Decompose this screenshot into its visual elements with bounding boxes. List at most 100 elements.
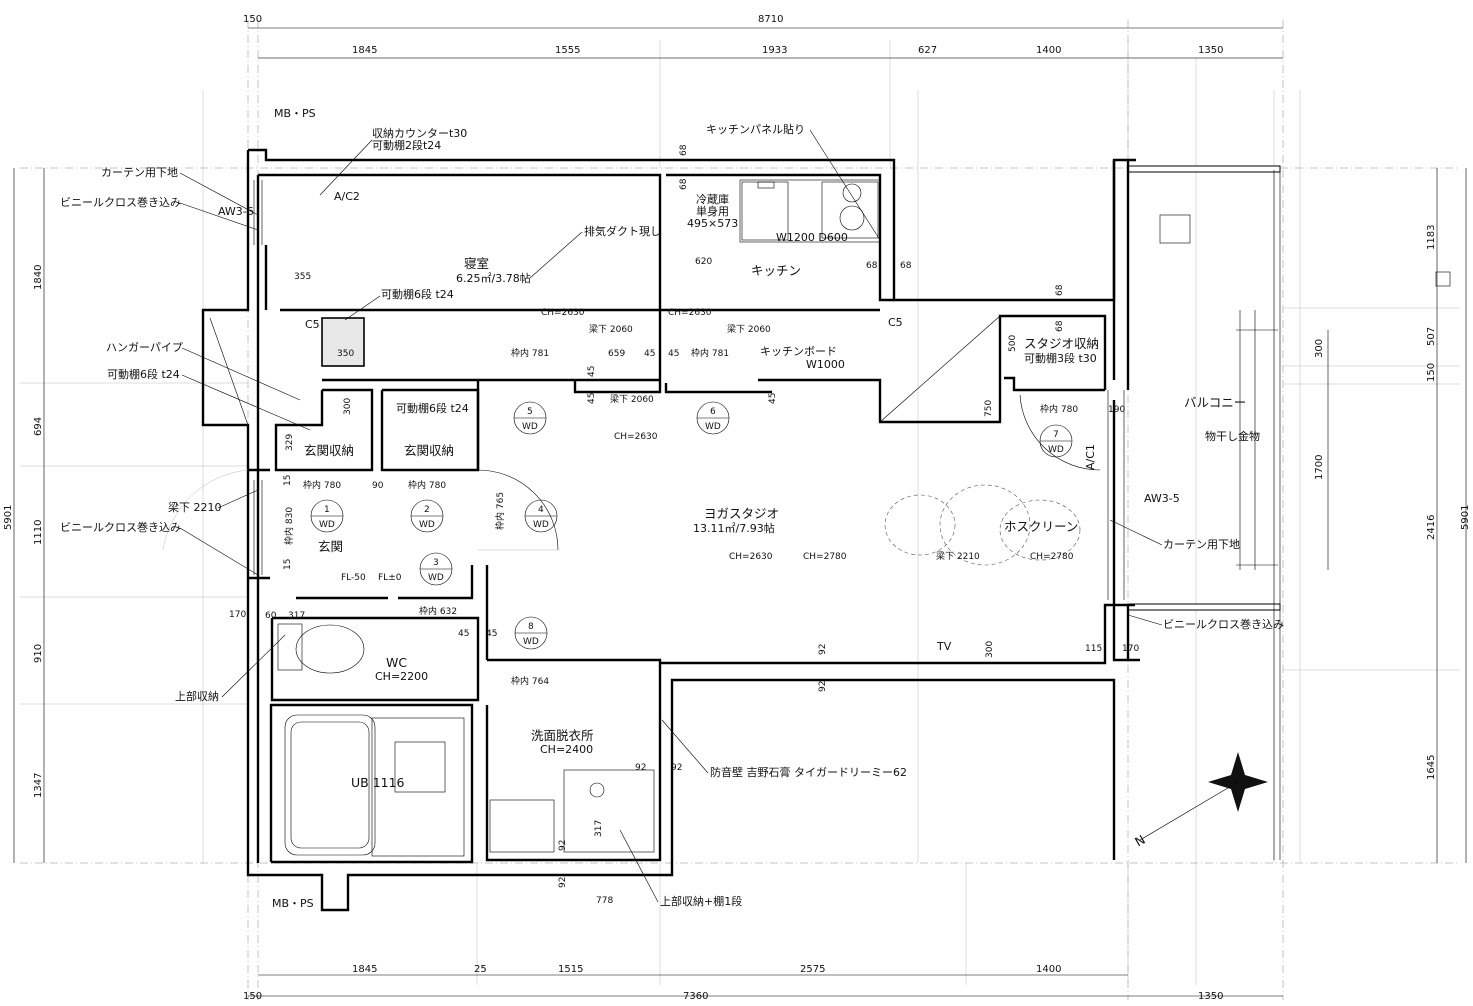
dim-92-a: 92 (818, 644, 828, 655)
notes: CH=2630 CH=2630 CH=2630 CH=2630 CH=2780 … (283, 308, 1078, 687)
fixtures: N (162, 179, 1268, 857)
label-ac2: A/C2 (334, 190, 360, 203)
svg-text:WD: WD (523, 637, 539, 647)
dim-68-d: 68 (900, 261, 912, 271)
svg-text:WD: WD (419, 520, 435, 530)
dim-left-5901: 5901 (3, 505, 14, 530)
dim-45-f: 45 (458, 629, 469, 639)
dim-45-d: 45 (587, 393, 597, 404)
dim-right-507: 507 (1426, 327, 1437, 346)
compass-icon: N (1132, 752, 1268, 849)
label-hoscreen: ホスクリーン (1004, 519, 1078, 534)
dim-45-b: 45 (668, 349, 679, 359)
label-mbps-bottom: MB・PS (272, 897, 314, 910)
dim-300-a: 300 (343, 398, 353, 415)
label-shelf-6-b: 可動棚6段 t24 (396, 401, 469, 415)
label-shelf-2: 可動棚2段t24 (372, 138, 441, 152)
dim-329: 329 (285, 434, 295, 451)
note-ch2780-a: CH=2780 (803, 552, 847, 562)
dim-778: 778 (596, 896, 613, 906)
note-beam2060-b: 梁下 2060 (727, 323, 771, 335)
studio-storage-note: 可動棚3段 t30 (1024, 351, 1097, 365)
dim-top-1555: 1555 (555, 45, 580, 56)
dim-45-a: 45 (644, 349, 655, 359)
note-frame765: 枠内 765 (494, 492, 506, 530)
label-soundproof: 防音壁 吉野石膏 タイガードリーミー62 (710, 765, 907, 779)
dim-right-1183: 1183 (1426, 225, 1437, 250)
svg-text:4: 4 (538, 505, 544, 515)
door-3: 3WD (419, 552, 453, 586)
label-upper-storage-shelf: 上部収納+棚1段 (660, 894, 742, 908)
dim-317-a: 317 (288, 611, 305, 621)
door-1: 1WD (310, 499, 344, 533)
label-fridge-size: 495×573 (687, 217, 738, 230)
door-2: 2WD (410, 499, 444, 533)
dim-top-627: 627 (918, 45, 937, 56)
label-kitchen-board: キッチンボード (760, 345, 837, 358)
label-tv: TV (936, 640, 952, 653)
ub-name: UB 1116 (351, 775, 405, 790)
dim-115: 115 (1085, 644, 1102, 654)
washroom-ch: CH=2400 (540, 743, 593, 756)
note-beam2060-a: 梁下 2060 (589, 323, 633, 335)
label-exhaust-duct: 排気ダクト現し (584, 224, 661, 238)
dim-right-5901: 5901 (1460, 505, 1471, 530)
dim-right-150: 150 (1426, 363, 1437, 382)
label-aw35: AW3-5 (1144, 492, 1180, 505)
label-balcony-hanger: 物干し金物 (1205, 429, 1260, 443)
dim-bottom-1350: 1350 (1198, 991, 1223, 1002)
dim-top-1400: 1400 (1036, 45, 1061, 56)
dim-top-150: 150 (243, 14, 262, 25)
label-vinyl-left-1: ビニールクロス巻き込み (60, 196, 181, 209)
dim-right-1700: 1700 (1314, 455, 1325, 480)
dim-68-e: 68 (1055, 284, 1065, 296)
dim-bottom-1400: 1400 (1036, 964, 1061, 975)
door-4: 4WD (524, 499, 558, 533)
dim-top-8710: 8710 (758, 14, 783, 25)
dim-500: 500 (1008, 335, 1018, 352)
door-8: 8WD (514, 616, 548, 650)
door-7: 7WD (1039, 424, 1073, 458)
label-c5-b: C5 (888, 316, 903, 329)
entrance-storage-1: 玄関収納 (304, 443, 354, 458)
label-ac1: A/C1 (1084, 444, 1097, 470)
dim-90: 90 (372, 481, 384, 491)
dim-top-1933: 1933 (762, 45, 787, 56)
studio-name: ヨガスタジオ (704, 506, 779, 521)
dim-45-g: 45 (486, 629, 497, 639)
dim-bottom-1845: 1845 (352, 964, 377, 975)
studio-area: 13.11㎡/7.93帖 (693, 522, 775, 535)
balcony-name: バルコニー (1184, 395, 1246, 410)
dim-45-c: 45 (587, 366, 597, 377)
dim-190: 190 (1108, 405, 1125, 415)
dim-top-1350: 1350 (1198, 45, 1223, 56)
svg-text:2: 2 (424, 505, 430, 515)
label-mbps-top: MB・PS (274, 107, 316, 120)
note-frame780-a: 枠内 780 (303, 479, 341, 491)
label-c5-a: C5 (305, 318, 320, 331)
label-fridge-type: 単身用 (696, 204, 729, 218)
dim-bottom-7360: 7360 (683, 991, 708, 1002)
label-storage-counter: 収納カウンターt30 (372, 127, 467, 140)
dim-right-1645: 1645 (1426, 755, 1437, 780)
dim-bottom-25: 25 (474, 964, 487, 975)
dim-bottom-2575: 2575 (800, 964, 825, 975)
svg-text:6: 6 (710, 407, 716, 417)
svg-text:WD: WD (1048, 445, 1064, 455)
label-curtain-base-right: カーテン用下地 (1163, 538, 1240, 551)
label-fridge: 冷蔵庫 (696, 192, 729, 206)
label-curtain-base-left: カーテン用下地 (101, 166, 178, 179)
label-vinyl-left-2: ビニールクロス巻き込み (60, 521, 181, 534)
dim-left-910: 910 (33, 644, 44, 663)
svg-text:7: 7 (1053, 430, 1059, 440)
dim-350: 350 (337, 349, 354, 359)
label-kitchen-panel: キッチンパネル貼り (706, 122, 805, 136)
dim-750: 750 (984, 400, 994, 417)
label-aw36: AW3-6 (218, 205, 254, 218)
dim-right-300: 300 (1314, 339, 1325, 358)
door-5: 5WD (513, 401, 547, 435)
dim-left-1347: 1347 (33, 773, 44, 798)
dim-92-d: 92 (671, 763, 682, 773)
dim-right-2416: 2416 (1426, 515, 1437, 540)
